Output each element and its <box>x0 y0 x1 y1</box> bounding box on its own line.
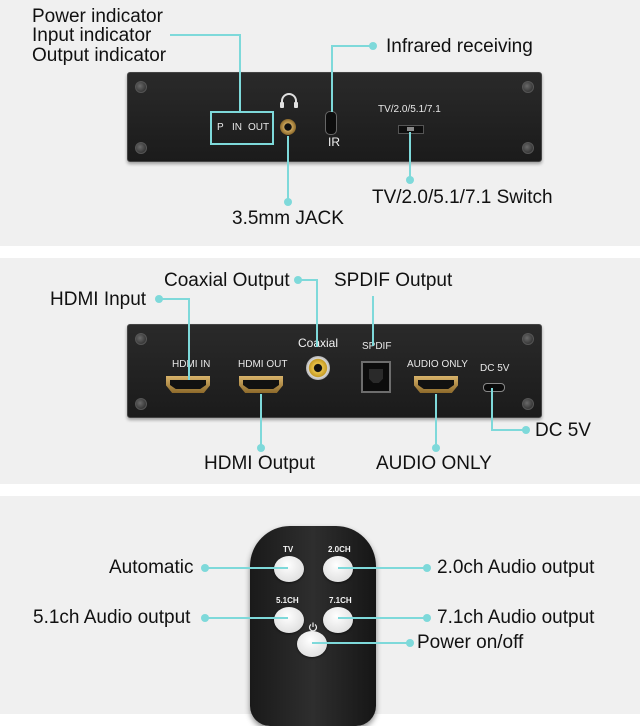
callout-dot <box>155 295 163 303</box>
callout-line <box>299 279 318 281</box>
ch20-audio-label: 2.0ch Audio output <box>437 557 595 578</box>
audio-only-text: AUDIO ONLY <box>407 359 468 370</box>
device-front-panel: P IN OUT IR TV/2.0/5.1/7.1 <box>127 72 542 162</box>
audio-jack-port <box>280 119 296 135</box>
tv-button <box>274 556 304 582</box>
spdif-port <box>361 361 391 393</box>
coaxial-text: Coaxial <box>298 336 339 350</box>
callout-dot <box>423 614 431 622</box>
remote-control: TV 2.0CH 5.1CH 7.1CH <box>250 526 376 726</box>
dc5v-port <box>483 383 505 392</box>
coaxial-port <box>306 356 330 380</box>
callout-dot <box>257 444 265 452</box>
callout-line <box>239 34 241 111</box>
callout-line <box>372 296 374 346</box>
hdmi-out-port <box>239 376 283 393</box>
led-out-label: OUT <box>248 122 270 133</box>
ch71-button-label: 7.1CH <box>329 596 352 605</box>
screw <box>522 81 534 93</box>
dc5v-label: DC 5V <box>535 420 591 441</box>
led-highlight-box <box>210 111 274 145</box>
ch51-button <box>274 607 304 633</box>
ch20-button <box>323 556 353 582</box>
hdmi-out-text: HDMI OUT <box>238 359 288 370</box>
callout-dot <box>406 639 414 647</box>
led-p-label: P <box>217 122 224 133</box>
hdmi-input-label: HDMI Input <box>50 289 147 310</box>
callout-line <box>287 136 289 202</box>
ch51-button-label: 5.1CH <box>276 596 299 605</box>
callout-line <box>206 567 288 569</box>
callout-line <box>331 46 333 112</box>
top-panel: P IN OUT IR TV/2.0/5.1/7.1 Power indicat… <box>0 0 640 246</box>
callout-dot <box>201 564 209 572</box>
output-indicator-label: Output indicator <box>32 45 167 66</box>
callout-line <box>338 617 424 619</box>
screw <box>522 398 534 410</box>
ir-window <box>325 111 337 135</box>
callout-line <box>338 567 424 569</box>
hdmi-output-label: HDMI Output <box>204 453 315 474</box>
callout-dot <box>294 276 302 284</box>
screw <box>135 333 147 345</box>
callout-line <box>491 388 493 430</box>
hdmi-in-text: HDMI IN <box>172 359 211 370</box>
callout-line <box>206 617 288 619</box>
ir-label: IR <box>328 135 340 149</box>
screw <box>135 398 147 410</box>
callout-line <box>260 394 262 448</box>
callout-line <box>170 34 241 36</box>
callout-line <box>409 132 411 180</box>
dc5v-text: DC 5V <box>480 363 510 374</box>
jack-label: 3.5mm JACK <box>232 208 344 229</box>
switch-function-label: TV/2.0/5.1/7.1 Switch <box>372 187 553 208</box>
power-indicator-label: Power indicator <box>32 6 163 27</box>
callout-dot <box>284 198 292 206</box>
callout-line <box>331 45 373 47</box>
screw <box>522 333 534 345</box>
screw <box>135 81 147 93</box>
callout-dot <box>369 42 377 50</box>
coaxial-output-label: Coaxial Output <box>164 270 290 291</box>
headphone-icon <box>279 93 299 114</box>
callout-dot <box>406 176 414 184</box>
callout-line <box>491 429 524 431</box>
automatic-label: Automatic <box>109 557 194 578</box>
power-label: Power on/off <box>417 632 524 653</box>
screw <box>135 142 147 154</box>
ch71-audio-label: 7.1ch Audio output <box>437 607 595 628</box>
hdmi-in-port <box>166 376 210 393</box>
ch71-button <box>323 607 353 633</box>
device-rear-panel: HDMI IN HDMI OUT Coaxial SPDIF AUDIO ONL… <box>127 324 542 418</box>
audio-only-label: AUDIO ONLY <box>376 453 492 474</box>
infrared-receiving-label: Infrared receiving <box>386 36 533 57</box>
input-indicator-label: Input indicator <box>32 25 152 46</box>
callout-line <box>312 642 408 644</box>
audio-only-port <box>414 376 458 393</box>
callout-line <box>188 298 190 380</box>
bottom-panel: TV 2.0CH 5.1CH 7.1CH Automatic 2.0ch Aud… <box>0 496 640 726</box>
callout-line <box>435 394 437 448</box>
callout-dot <box>423 564 431 572</box>
screw <box>522 142 534 154</box>
callout-line <box>316 279 318 347</box>
mode-switch <box>398 125 424 134</box>
tv-button-label: TV <box>283 545 294 554</box>
led-in-label: IN <box>232 122 242 133</box>
switch-label: TV/2.0/5.1/7.1 <box>378 104 441 115</box>
power-icon <box>308 619 318 637</box>
ch20-button-label: 2.0CH <box>328 545 351 554</box>
callout-line <box>160 298 190 300</box>
callout-dot <box>201 614 209 622</box>
middle-panel: HDMI IN HDMI OUT Coaxial SPDIF AUDIO ONL… <box>0 258 640 484</box>
ch51-audio-label: 5.1ch Audio output <box>33 607 191 628</box>
callout-dot <box>432 444 440 452</box>
spdif-text: SPDIF <box>362 341 392 352</box>
spdif-output-label: SPDIF Output <box>334 270 453 291</box>
callout-dot <box>522 426 530 434</box>
power-button <box>297 631 327 657</box>
